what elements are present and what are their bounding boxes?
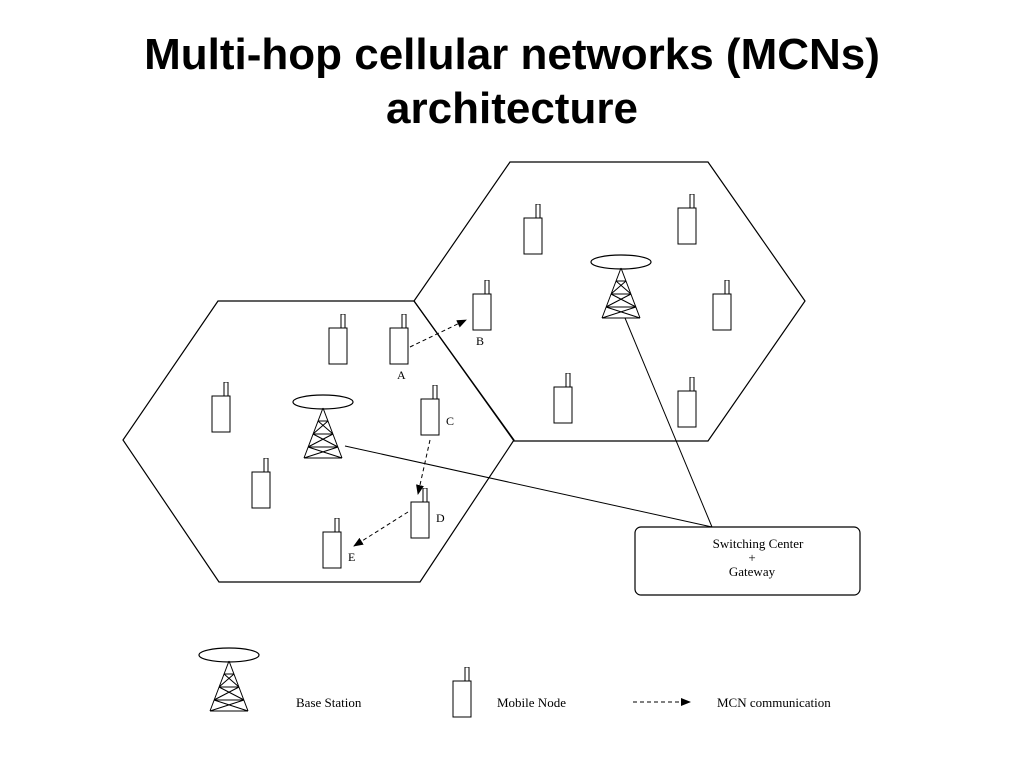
slide-title-line-1: Multi-hop cellular networks (MCNs) [144,30,880,79]
cell-right-hexagon [413,161,806,442]
mobile-node-c-icon [420,385,440,436]
mobile-node-b-icon [472,280,492,331]
mobile-node-icon [677,194,697,245]
node-label-c: C [446,414,454,428]
mobile-node-e-icon [322,518,342,569]
slide-title-line-2: architecture [386,84,638,133]
node-label-a: A [397,368,406,382]
mobile-node-icon [211,382,231,433]
mobile-node-d-icon [410,488,430,539]
legend-base-station-label: Base Station [296,695,362,710]
mobile-node-a-icon [389,314,409,365]
legend: Base Station Mobile Node MCN communicati… [198,647,831,718]
link-right-base-station-to-switching-center [624,317,713,528]
node-label-d: D [436,511,445,525]
mobile-node-icon [328,314,348,365]
legend-mcn-communication-label: MCN communication [717,695,831,710]
gateway-label: Gateway [729,564,776,579]
mobile-node-icon [553,373,573,424]
legend-mobile-node-icon [452,667,472,718]
mcn-arrow-a-to-b [409,319,467,348]
right-base-station-icon [590,254,652,319]
node-label-b: B [476,334,484,348]
mobile-node-icon [712,280,732,331]
node-label-e: E [348,550,355,564]
switching-center-plus: + [748,550,755,565]
switching-center-box [634,526,861,596]
legend-mobile-node-label: Mobile Node [497,695,566,710]
link-left-base-station-to-switching-center [344,445,713,528]
mobile-node-icon [677,377,697,428]
left-base-station-icon [292,394,354,459]
mobile-node-icon [251,458,271,509]
switching-center-label: Switching Center [713,536,804,551]
slide-title: Multi-hop cellular networks (MCNs) archi… [0,28,1024,136]
legend-base-station-icon [198,647,260,712]
mobile-node-icon [523,204,543,255]
mcn-arrow-d-to-e [353,511,409,547]
mcn-arrow-c-to-d [416,439,431,495]
